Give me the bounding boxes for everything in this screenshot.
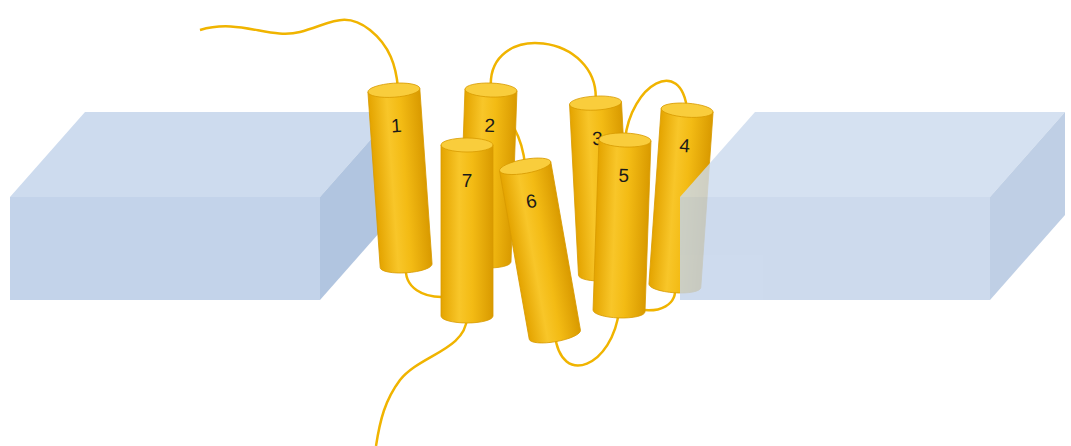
cylinder-shape: [593, 132, 651, 319]
helix-cylinder: 6: [498, 154, 581, 345]
helix-cylinder: 4: [648, 101, 713, 294]
cylinder-body: [593, 139, 651, 319]
helix-number: 1: [370, 113, 423, 139]
cylinder-shape: [367, 81, 432, 274]
cylinder-cap: [441, 138, 493, 152]
cylinder-cap: [661, 101, 714, 119]
slab-front: [680, 197, 990, 300]
cylinder-cap: [465, 82, 517, 98]
slab-front: [10, 197, 320, 300]
helix-number: 3: [571, 126, 624, 151]
membrane-slab-right: [680, 112, 1065, 300]
cylinder-shape: [459, 82, 517, 269]
cylinder-cap: [599, 132, 651, 148]
n-terminus-tail: [200, 20, 398, 88]
helix-number: 2: [463, 114, 516, 138]
cylinder-cap: [367, 81, 420, 99]
helix-cylinder: 3: [569, 94, 631, 281]
c-terminus-tail: [376, 318, 467, 446]
cylinder-cap: [569, 94, 622, 111]
cylinder-body: [648, 108, 713, 294]
helix-number: 7: [441, 170, 493, 192]
helix-cylinder: 7: [441, 138, 493, 323]
cylinder-shape: [498, 154, 581, 345]
cylinder-shape: [569, 94, 631, 281]
loop-connector: [491, 43, 596, 102]
cylinder-body: [368, 88, 433, 274]
helix-cylinder: 1: [367, 81, 432, 274]
slab-side: [320, 112, 395, 300]
loop-connector: [625, 81, 687, 140]
cylinder-shape: [648, 101, 713, 294]
loop-connector: [555, 310, 619, 365]
loop-connector: [406, 260, 485, 297]
slab-top: [680, 112, 1065, 197]
slab-top: [10, 112, 395, 197]
helix-number: 5: [597, 164, 650, 188]
cylinder-body: [459, 89, 517, 269]
helix-number: 6: [504, 186, 559, 217]
slab-side: [990, 112, 1065, 300]
helix-cylinder: 5: [593, 132, 651, 319]
cylinder-cap: [498, 154, 552, 177]
membrane-slab-left: [10, 112, 395, 300]
loop-connector: [467, 109, 525, 166]
cylinder-body: [500, 161, 582, 345]
cylinder-shape: [441, 138, 493, 323]
helix-number: 4: [658, 133, 711, 159]
helix-cylinder: 2: [459, 82, 517, 269]
cylinder-body: [441, 145, 493, 323]
loop-connector: [604, 273, 675, 310]
cylinder-body: [570, 101, 631, 281]
